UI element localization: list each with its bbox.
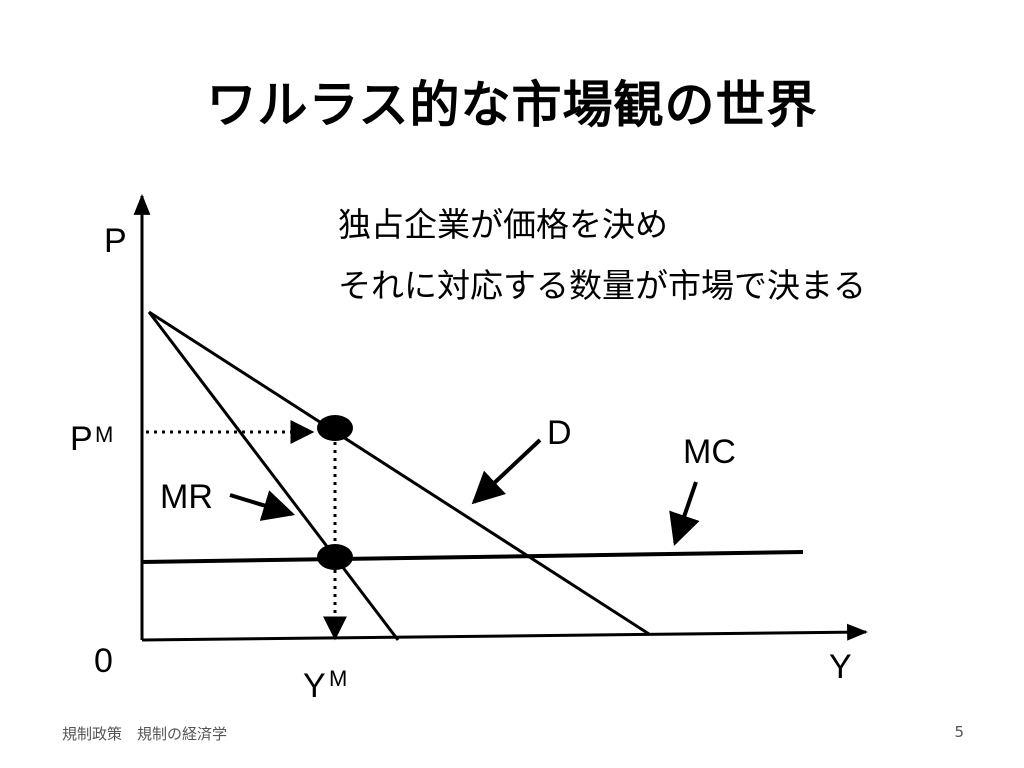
slide-title: ワルラス的な市場観の世界: [206, 76, 818, 134]
caption-line-1: 独占企業が価格を決め: [338, 205, 668, 244]
marginal-cost-label: MC: [683, 433, 736, 471]
monopoly-price-point: [317, 415, 353, 441]
marginal-revenue-curve: [147, 311, 400, 641]
marginal-revenue-label: MR: [160, 478, 213, 516]
monopoly-price-label-sup: M: [95, 422, 113, 447]
demand-curve: [148, 310, 650, 636]
mr-label-arrow: [229, 490, 296, 521]
demand-label-arrow: [471, 438, 542, 505]
monopoly-price-label: P: [70, 420, 93, 458]
monopoly-quantity-label: Y: [303, 667, 326, 705]
y-axis-label: P: [104, 222, 127, 260]
caption-line-2: それに対応する数量が市場で決まる: [338, 266, 866, 305]
x-axis: [141, 623, 869, 642]
x-axis-label: Y: [829, 648, 852, 686]
origin-label: 0: [94, 642, 113, 680]
marginal-cost-curve: [141, 550, 804, 564]
monopoly-quantity-label-sup: M: [329, 666, 347, 691]
mc-label-arrow: [669, 481, 700, 547]
footer-course-title: 規制政策 規制の経済学: [62, 725, 228, 743]
page-number: 5: [954, 723, 964, 741]
demand-label: D: [547, 414, 572, 452]
mr-mc-intersection-point: [317, 544, 353, 570]
